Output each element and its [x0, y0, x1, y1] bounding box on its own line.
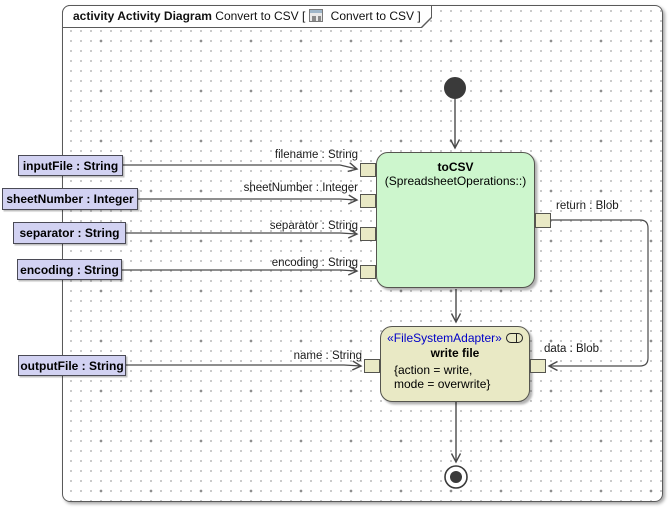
- pin-encoding[interactable]: [360, 265, 376, 279]
- parameter-inputfile-label: inputFile : String: [22, 158, 119, 173]
- action-tocsv[interactable]: toCSV (SpreadsheetOperations::): [376, 152, 535, 288]
- parameter-separator[interactable]: separator : String: [13, 222, 126, 244]
- pin-label-filename: filename : String: [274, 149, 358, 161]
- parameter-outputfile-label: outputFile : String: [20, 358, 124, 373]
- parameter-outputfile[interactable]: outputFile : String: [18, 355, 126, 376]
- parameter-encoding[interactable]: encoding : String: [17, 259, 122, 280]
- pin-label-data: data : Blob: [544, 343, 599, 355]
- frame-name-tab[interactable]: activity Activity Diagram Convert to CSV…: [62, 5, 432, 28]
- action-writefile-prop2: mode = overwrite}: [394, 377, 491, 391]
- action-writefile-stereotype: «FileSystemAdapter»: [387, 331, 502, 345]
- action-tocsv-qualifier: (SpreadsheetOperations::): [384, 174, 527, 188]
- behavior-pill-icon: [505, 333, 523, 343]
- parameter-separator-label: separator : String: [19, 226, 120, 240]
- activity-diagram-icon: [309, 9, 323, 22]
- pin-sheetnumber[interactable]: [360, 194, 376, 208]
- parameter-sheetnumber[interactable]: sheetNumber : Integer: [2, 188, 138, 210]
- pin-label-sheetnumber: sheetNumber : Integer: [243, 182, 358, 194]
- parameter-encoding-label: encoding : String: [20, 262, 119, 277]
- frame-diagram-name: Convert to CSV: [215, 8, 302, 23]
- pin-label-separator: separator : String: [269, 220, 358, 232]
- action-tocsv-name: toCSV: [437, 160, 474, 174]
- pin-label-return: return : Blob: [556, 200, 619, 212]
- pin-label-encoding: encoding : String: [271, 257, 358, 269]
- pin-filename[interactable]: [360, 163, 376, 177]
- frame-ref-name: Convert to CSV: [327, 8, 418, 23]
- parameter-inputfile[interactable]: inputFile : String: [18, 155, 123, 176]
- diagram-frame: [62, 5, 663, 502]
- frame-keyword: activity Activity Diagram: [73, 8, 212, 23]
- action-writefile-name: write file: [430, 346, 480, 360]
- pin-return[interactable]: [535, 213, 551, 228]
- pin-label-name: name : String: [293, 350, 362, 362]
- pin-data[interactable]: [530, 359, 546, 373]
- action-writefile-prop1: {action = write,: [394, 363, 473, 377]
- pin-name[interactable]: [364, 359, 380, 373]
- parameter-sheetnumber-label: sheetNumber : Integer: [6, 192, 134, 206]
- action-writefile[interactable]: «FileSystemAdapter» write file {action =…: [380, 326, 530, 402]
- frame-ref-open: [: [302, 8, 306, 23]
- frame-ref-close: ]: [417, 8, 421, 23]
- pin-separator[interactable]: [360, 227, 376, 241]
